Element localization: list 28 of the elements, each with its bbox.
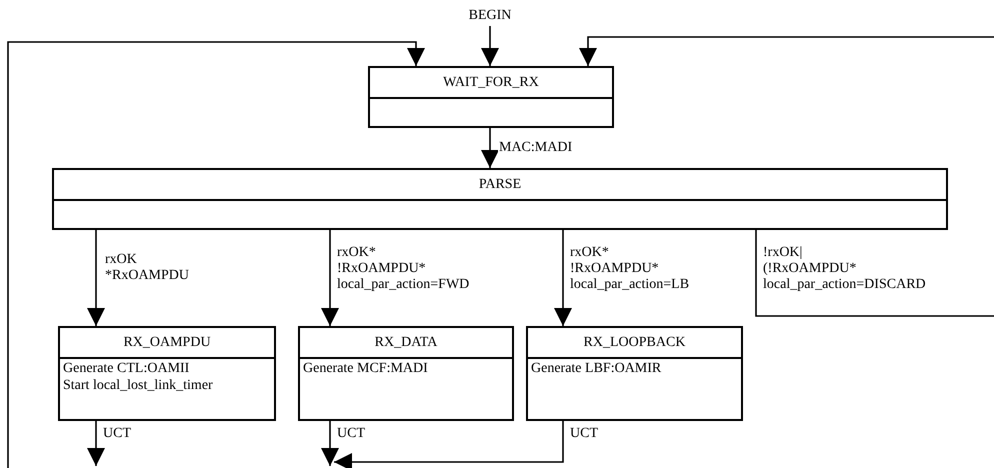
arrow bbox=[321, 230, 339, 326]
state-box bbox=[298, 326, 514, 421]
arrow bbox=[554, 230, 572, 326]
arrow bbox=[481, 128, 499, 168]
state-name: RX_DATA bbox=[300, 328, 512, 359]
state-box bbox=[58, 326, 276, 421]
state-name: PARSE bbox=[54, 170, 946, 201]
state-action: Generate MCF:MADI bbox=[303, 360, 429, 377]
state-name: RX_LOOPBACK bbox=[528, 328, 741, 359]
state-box bbox=[368, 66, 614, 128]
state-box bbox=[52, 168, 948, 230]
arrow bbox=[7, 41, 425, 468]
edge-label: rxOK* !RxOAMPDU* local_par_action=FWD bbox=[336, 245, 470, 293]
arrow bbox=[321, 421, 339, 466]
arrow bbox=[579, 36, 994, 66]
arrow bbox=[87, 421, 105, 466]
edge-label: !rxOK| (!RxOAMPDU* local_par_action=DISCARD bbox=[762, 245, 927, 293]
state-action: Generate CTL:OAMII bbox=[63, 360, 190, 377]
edge-label: rxOK* !RxOAMPDU* local_par_action=LB bbox=[569, 245, 690, 293]
state-box bbox=[526, 326, 743, 421]
start-label: BEGIN bbox=[462, 8, 518, 26]
state-name: RX_OAMPDU bbox=[60, 328, 274, 359]
state-action: Generate LBF:OAMIR bbox=[531, 360, 662, 377]
state-name: WAIT_FOR_RX bbox=[370, 68, 612, 99]
state-action: Start local_lost_link_timer bbox=[63, 377, 214, 394]
arrow bbox=[334, 421, 564, 468]
arrow bbox=[87, 230, 105, 326]
arrow bbox=[481, 26, 499, 66]
